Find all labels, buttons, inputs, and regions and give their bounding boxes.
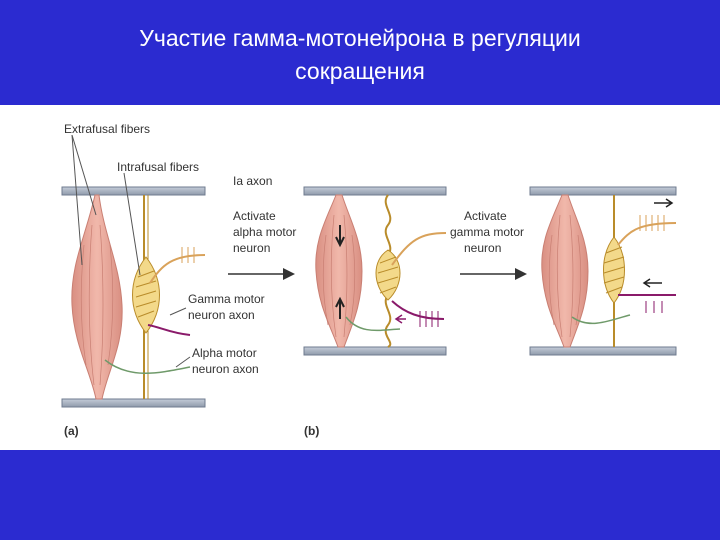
label-gamma-axon-1: Gamma motor: [188, 292, 265, 306]
title-line-1: Участие гамма-мотонейрона в регуляции: [139, 25, 581, 51]
extrafusal-muscle-c: [541, 194, 589, 348]
label-panel-b: (b): [304, 424, 319, 438]
bar-bottom-c: [529, 346, 677, 356]
spindle-a: [132, 256, 160, 334]
label-activate-gamma-3: neuron: [464, 241, 501, 255]
leader-lines-a: [71, 134, 191, 368]
title-line-2: сокращения: [295, 58, 425, 84]
gamma-axon-a: [147, 324, 191, 336]
slide-title: Участие гамма-мотонейрона в регуляции со…: [0, 22, 720, 88]
label-alpha-axon-1: Alpha motor: [192, 346, 257, 360]
label-activate-alpha-3: neuron: [233, 241, 270, 255]
ia-axon-c: [617, 222, 677, 246]
slack-intrafusal-top: [384, 194, 392, 256]
muscle-spindle-diagram: Extrafusal fibers Intrafusal fibers Gamm…: [61, 122, 677, 438]
gamma-ticks-c: [645, 301, 663, 313]
alpha-axon-c: [571, 314, 631, 325]
bar-bottom-a: [61, 398, 206, 408]
ia-ticks-a: [181, 247, 195, 263]
ia-out-arrow-c: [654, 198, 674, 208]
figure-panel: Extrafusal fibers Intrafusal fibers Gamm…: [0, 105, 720, 450]
label-alpha-axon-2: neuron axon: [192, 362, 259, 376]
contract-arrow-down: [335, 225, 345, 248]
extrafusal-muscle-a: [71, 194, 123, 400]
spindle-coil-a: [135, 270, 157, 318]
panel-b-gamma: [529, 186, 677, 356]
gamma-arrow-b: [394, 314, 406, 324]
label-activate-alpha-1: Activate: [233, 209, 276, 223]
label-intrafusal: Intrafusal fibers: [117, 160, 199, 174]
bar-top-a: [61, 186, 206, 196]
label-activate-gamma-1: Activate: [464, 209, 507, 223]
bar-top-b: [303, 186, 447, 196]
label-extrafusal: Extrafusal fibers: [64, 122, 150, 136]
spindle-coil-c: [603, 246, 625, 294]
gamma-ticks-b: [419, 311, 439, 327]
alpha-axon-b: [345, 316, 401, 332]
label-gamma-axon-2: neuron axon: [188, 308, 255, 322]
label-ia-axon: Ia axon: [233, 174, 272, 188]
label-activate-alpha-2: alpha motor: [233, 225, 296, 239]
muscle-stripes-c: [548, 214, 582, 338]
ia-axon-b: [391, 232, 447, 266]
bar-bottom-b: [303, 346, 447, 356]
panel-a: Extrafusal fibers Intrafusal fibers Gamm…: [61, 122, 265, 438]
alpha-axon-a: [104, 359, 191, 374]
panel-b-contracted: (b): [303, 186, 447, 438]
label-panel-a: (a): [64, 424, 79, 438]
extrafusal-muscle-b: [315, 194, 363, 348]
muscle-stripes-b: [322, 214, 356, 338]
bar-top-c: [529, 186, 677, 196]
ia-axon-a: [149, 254, 206, 284]
ia-ticks-c: [639, 215, 665, 231]
label-activate-gamma-2: gamma motor: [450, 225, 524, 239]
spindle-coil-b: [377, 256, 399, 294]
muscle-stripes-a: [80, 224, 114, 386]
slack-intrafusal-bottom: [384, 294, 392, 348]
gamma-in-arrow-c: [642, 278, 662, 288]
contract-arrow-up: [335, 296, 345, 319]
